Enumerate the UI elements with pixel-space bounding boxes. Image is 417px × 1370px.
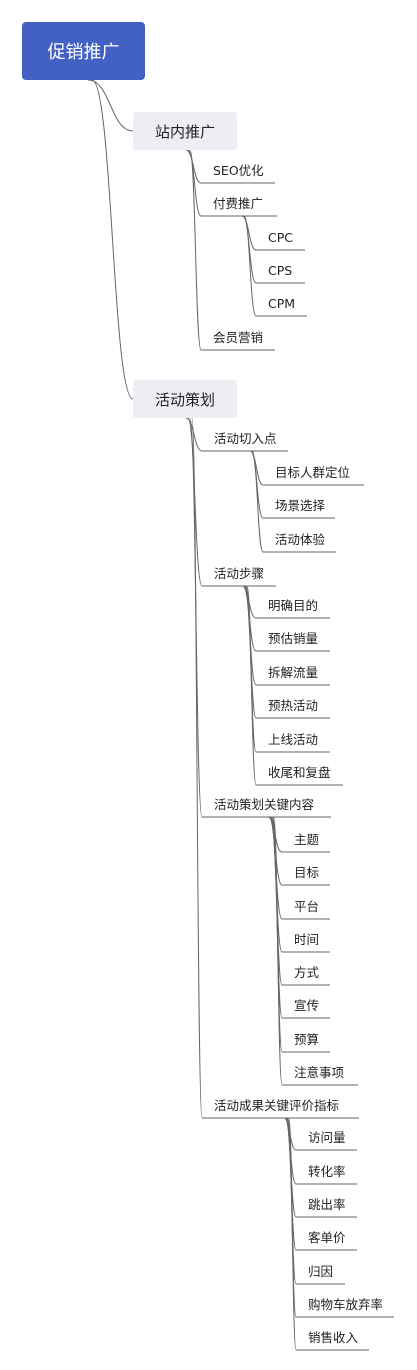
- node-avg-order-value[interactable]: 客单价: [308, 1230, 346, 1245]
- connector-line: [241, 215, 257, 251]
- connector-line: [243, 215, 257, 317]
- node-time[interactable]: 时间: [294, 932, 320, 947]
- branch-node-campaign-planning[interactable]: 活动策划: [133, 380, 237, 418]
- node-theme[interactable]: 主题: [294, 832, 320, 847]
- node-scene-selection[interactable]: 场景选择: [275, 498, 326, 513]
- node-conversion-rate[interactable]: 转化率: [308, 1164, 346, 1179]
- node-member-marketing[interactable]: 会员营销: [213, 330, 264, 345]
- node-attribution[interactable]: 归因: [308, 1264, 334, 1279]
- node-activity-experience[interactable]: 活动体验: [275, 532, 326, 547]
- node-platform[interactable]: 平台: [294, 899, 320, 914]
- node-activity-steps[interactable]: 活动步骤: [214, 566, 265, 581]
- connector-line: [288, 1117, 297, 1351]
- node-goal[interactable]: 目标: [294, 865, 320, 880]
- node-cpm[interactable]: CPM: [268, 296, 296, 311]
- connector-line: [191, 417, 203, 1119]
- node-estimate-sales[interactable]: 预估销量: [268, 631, 319, 646]
- connector-line: [249, 450, 264, 486]
- node-visits[interactable]: 访问量: [308, 1130, 346, 1145]
- node-bounce-rate[interactable]: 跳出率: [308, 1197, 346, 1212]
- connector-line: [242, 215, 257, 284]
- connector-line: [91, 79, 134, 400]
- node-paid-promotion[interactable]: 付费推广: [213, 196, 264, 211]
- connector-line: [87, 79, 134, 132]
- node-method[interactable]: 方式: [294, 965, 320, 980]
- node-launch[interactable]: 上线活动: [268, 732, 319, 747]
- branch-node-onsite-promotion[interactable]: 站内推广: [133, 112, 237, 150]
- node-key-content[interactable]: 活动策划关键内容: [214, 797, 315, 812]
- root-node[interactable]: 促销推广: [22, 22, 145, 80]
- node-cart-abandonment[interactable]: 购物车放弃率: [308, 1297, 384, 1312]
- node-split-traffic[interactable]: 拆解流量: [268, 665, 319, 680]
- node-sales-revenue[interactable]: 销售收入: [308, 1330, 359, 1345]
- node-clarify-purpose[interactable]: 明确目的: [268, 598, 319, 613]
- node-wrapup-review[interactable]: 收尾和复盘: [268, 765, 331, 780]
- connector-line: [187, 149, 202, 217]
- node-kpi[interactable]: 活动成果关键评价指标: [214, 1098, 340, 1113]
- connector-line: [185, 149, 202, 184]
- node-notes[interactable]: 注意事项: [294, 1065, 345, 1080]
- node-budget[interactable]: 预算: [294, 1032, 320, 1047]
- node-entry-point[interactable]: 活动切入点: [214, 431, 277, 446]
- node-seo[interactable]: SEO优化: [213, 163, 264, 178]
- connector-line: [273, 816, 283, 1086]
- connector-line: [189, 149, 202, 351]
- node-publicity[interactable]: 宣传: [294, 998, 320, 1013]
- connector-line: [251, 450, 264, 553]
- connector-line: [185, 417, 203, 452]
- node-cpc[interactable]: CPC: [268, 230, 293, 245]
- node-target-audience[interactable]: 目标人群定位: [275, 465, 351, 480]
- node-warmup[interactable]: 预热活动: [268, 698, 319, 713]
- node-cps[interactable]: CPS: [268, 263, 293, 278]
- connector-line: [246, 585, 257, 786]
